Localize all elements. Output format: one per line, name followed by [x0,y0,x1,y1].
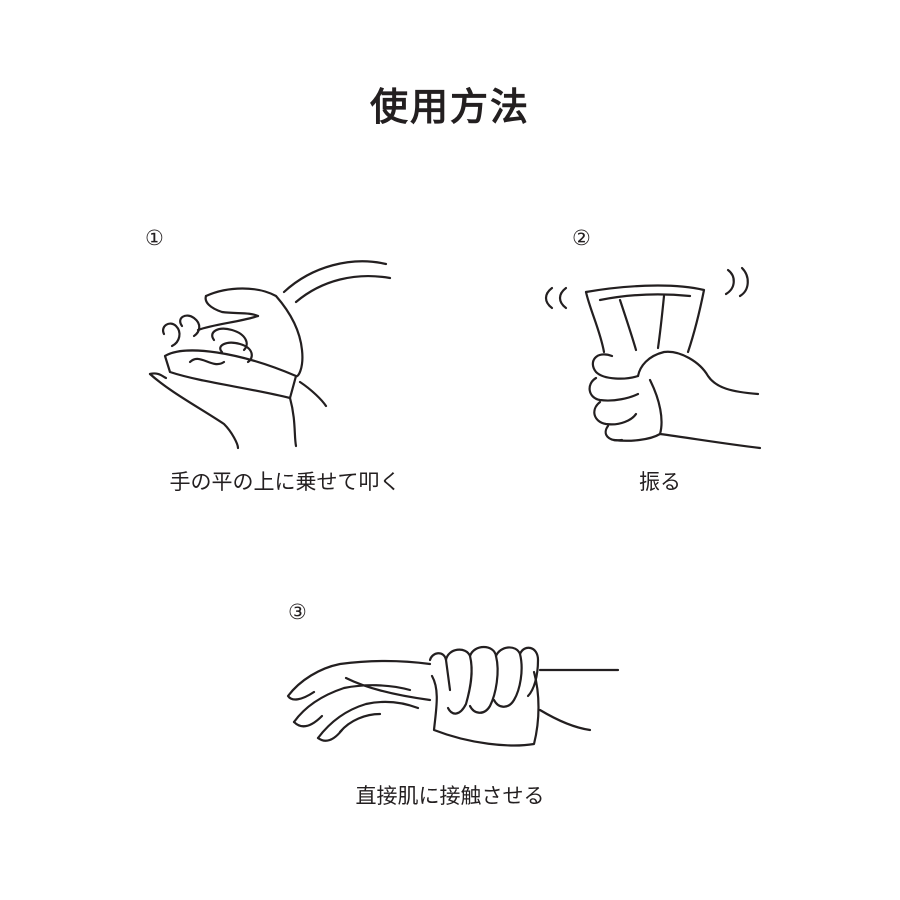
pack-on-wrist-icon [286,645,620,747]
step-2-caption: 振る [639,470,681,494]
step-3-number: ③ [288,600,307,624]
step-1-caption: 手の平の上に乗せて叩く [169,470,401,494]
hand-tapping-pack-icon [148,260,392,450]
step-3-caption: 直接肌に接触させる [355,784,545,808]
step-1-number: ① [145,226,164,250]
hand-shaking-pack-icon [544,266,762,450]
page-title: 使用方法 [369,85,530,129]
step-2-number: ② [572,226,591,250]
